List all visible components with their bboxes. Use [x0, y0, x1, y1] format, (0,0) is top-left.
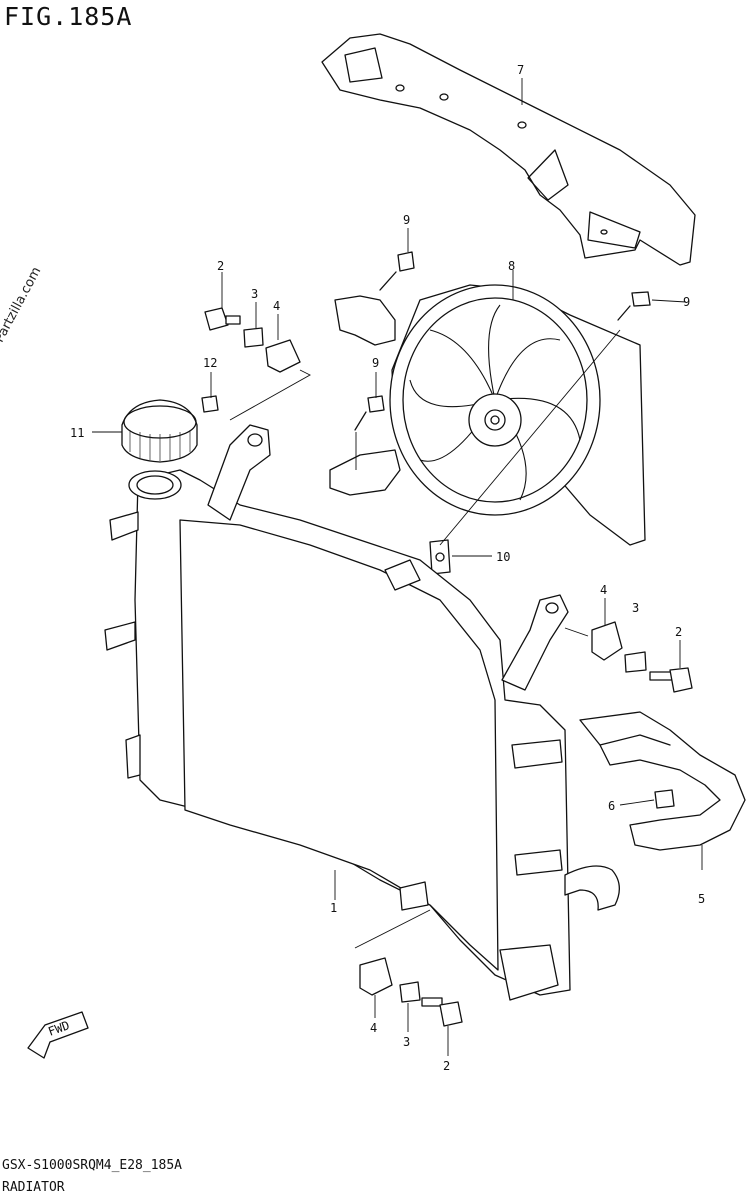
grommet-part-4-lower — [359, 957, 393, 996]
callout-labels: 7 9 9 8 9 2 3 4 12 11 10 4 3 2 6 5 1 4 3… — [70, 63, 705, 1073]
callout-4-right: 4 — [600, 583, 607, 597]
callout-2-upper: 2 — [217, 259, 224, 273]
callout-7: 7 — [517, 63, 524, 77]
callout-11: 11 — [70, 426, 84, 440]
screw-part-12 — [201, 395, 219, 413]
callout-5: 5 — [698, 892, 705, 906]
grommet-part-4-upper — [265, 339, 301, 373]
callout-9-right: 9 — [683, 295, 690, 309]
callout-4-lower: 4 — [370, 1021, 377, 1035]
callout-9-upper: 9 — [403, 213, 410, 227]
lower-hose-stub — [564, 865, 620, 911]
callout-6: 6 — [608, 799, 615, 813]
callout-3-upper: 3 — [251, 287, 258, 301]
collar-part-3-lower — [399, 981, 421, 1003]
callout-2-right: 2 — [675, 625, 682, 639]
bolt-part-9-left — [354, 395, 385, 431]
callout-3-lower: 3 — [403, 1035, 410, 1049]
callout-4-upper: 4 — [273, 299, 280, 313]
hose-part-5 — [579, 711, 746, 851]
radiator-cap-part-11 — [121, 399, 198, 463]
collar-part-3-right — [624, 651, 647, 673]
leader-lines — [92, 78, 703, 1056]
clip-nut-part-10 — [429, 539, 451, 575]
callout-10: 10 — [496, 550, 510, 564]
callout-2-lower: 2 — [443, 1059, 450, 1073]
bolt-part-9-right — [617, 291, 651, 321]
footer-figure-code: GSX-S1000SRQM4_E28_185A — [2, 1158, 183, 1173]
fwd-direction-arrow: FWD — [27, 1011, 89, 1059]
callout-3-right: 3 — [632, 601, 639, 615]
bolt-part-6 — [654, 789, 675, 809]
cooling-fan-part-8 — [329, 284, 646, 546]
callout-1: 1 — [330, 901, 337, 915]
bolt-part-9-upper — [379, 251, 415, 291]
figure-title: FIG.185A — [4, 2, 133, 31]
fwd-label: FWD — [46, 1018, 71, 1039]
collar-part-3-upper — [243, 327, 264, 348]
bolt-part-2-upper — [204, 307, 241, 331]
footer-figure-name: RADIATOR — [2, 1180, 65, 1195]
callout-8: 8 — [508, 259, 515, 273]
callout-9-left: 9 — [372, 356, 379, 370]
bolt-part-2-right — [649, 667, 693, 693]
radiator-part-1 — [104, 424, 571, 1001]
callout-12: 12 — [203, 356, 217, 370]
upper-shroud-part-7 — [321, 33, 696, 266]
bolt-part-2-lower — [421, 997, 463, 1027]
grommet-part-4-right — [591, 621, 623, 661]
